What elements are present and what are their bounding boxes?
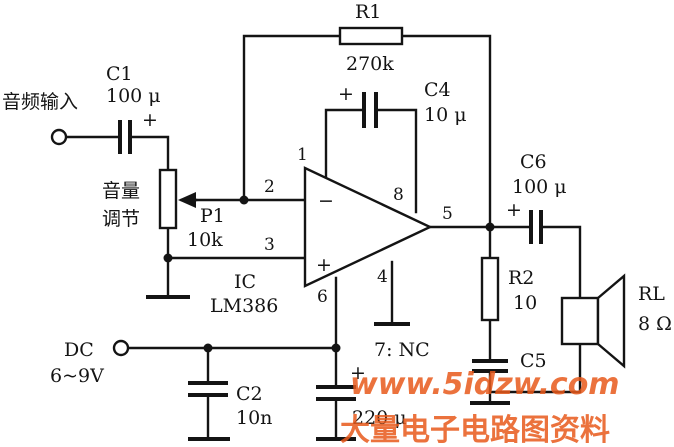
- c1-plus: +: [142, 109, 158, 131]
- capacitor-c4: +: [338, 83, 378, 128]
- c6-value: 100 μ: [512, 176, 567, 198]
- c6-name: C6: [520, 151, 547, 173]
- dc-range: 6~9V: [50, 365, 104, 387]
- pin-8-label: 8: [393, 185, 404, 205]
- capacitor-c6: +: [506, 199, 543, 244]
- ic-name: IC: [234, 271, 256, 293]
- nc-note: 7: NC: [374, 339, 430, 361]
- dc-terminal: [112, 339, 130, 357]
- junction-pin2: [239, 195, 249, 205]
- pin-6-label: 6: [317, 287, 328, 307]
- p1-value: 10k: [187, 229, 223, 251]
- potentiometer-p1: [158, 168, 198, 230]
- watermark: www.5idzw.com 大量电子电路图资料: [340, 367, 620, 447]
- r1-name: R1: [355, 1, 381, 23]
- dc-label: DC: [64, 339, 94, 361]
- op-amp-plus-sign: +: [316, 254, 332, 276]
- c3-value: 220 μ: [352, 407, 407, 429]
- c2-name: C2: [236, 383, 263, 405]
- r2-name: R2: [508, 267, 534, 289]
- r2-value: 10: [513, 292, 537, 314]
- capacitor-c1: +: [118, 109, 158, 154]
- p1-name: P1: [200, 205, 225, 227]
- volume-label-line1: 音量: [102, 180, 140, 202]
- p1-wiper-arrow: [178, 192, 196, 208]
- op-amp-lm386: − +: [303, 166, 433, 288]
- c3-plus: +: [350, 362, 366, 384]
- ic-value: LM386: [210, 295, 278, 317]
- pin-1-label: 1: [297, 145, 308, 165]
- junction-output: [485, 222, 495, 232]
- junction-dots: [163, 195, 495, 353]
- input-terminal: [50, 128, 68, 146]
- pin-3-label: 3: [264, 235, 275, 255]
- resistor-r1: [338, 26, 404, 46]
- pin-4-label: 4: [377, 267, 388, 287]
- op-amp-minus-sign: −: [318, 190, 334, 212]
- c4-plus: +: [338, 83, 354, 105]
- input-label: 音频输入: [2, 91, 78, 113]
- c6-plus: +: [506, 199, 522, 221]
- c1-name: C1: [106, 63, 133, 85]
- watermark-url: www.5idzw.com: [350, 367, 620, 402]
- volume-label-line2: 调节: [102, 208, 140, 230]
- c2-value: 10n: [236, 407, 272, 429]
- capacitor-c3: +: [316, 362, 366, 401]
- resistor-r2: [480, 256, 500, 322]
- rl-name: RL: [638, 283, 665, 305]
- junction-dc-c2: [203, 343, 213, 353]
- capacitor-c5: [472, 359, 508, 373]
- c1-value: 100 μ: [106, 85, 161, 107]
- capacitor-c2: [188, 381, 228, 397]
- junction-pin3: [163, 253, 173, 263]
- junction-dc-pin6: [331, 343, 341, 353]
- r1-value: 270k: [346, 53, 394, 75]
- speaker-rl: [560, 273, 626, 369]
- wiring: [64, 34, 582, 440]
- pin-2-label: 2: [264, 177, 275, 197]
- c5-name: C5: [520, 350, 547, 372]
- pin-5-label: 5: [442, 204, 453, 224]
- watermark-site: 大量电子电路图资料: [340, 413, 610, 447]
- rl-value: 8 Ω: [638, 313, 672, 335]
- c4-value: 10 μ: [424, 104, 467, 126]
- ground-symbols: [146, 295, 510, 441]
- c4-name: C4: [424, 79, 451, 101]
